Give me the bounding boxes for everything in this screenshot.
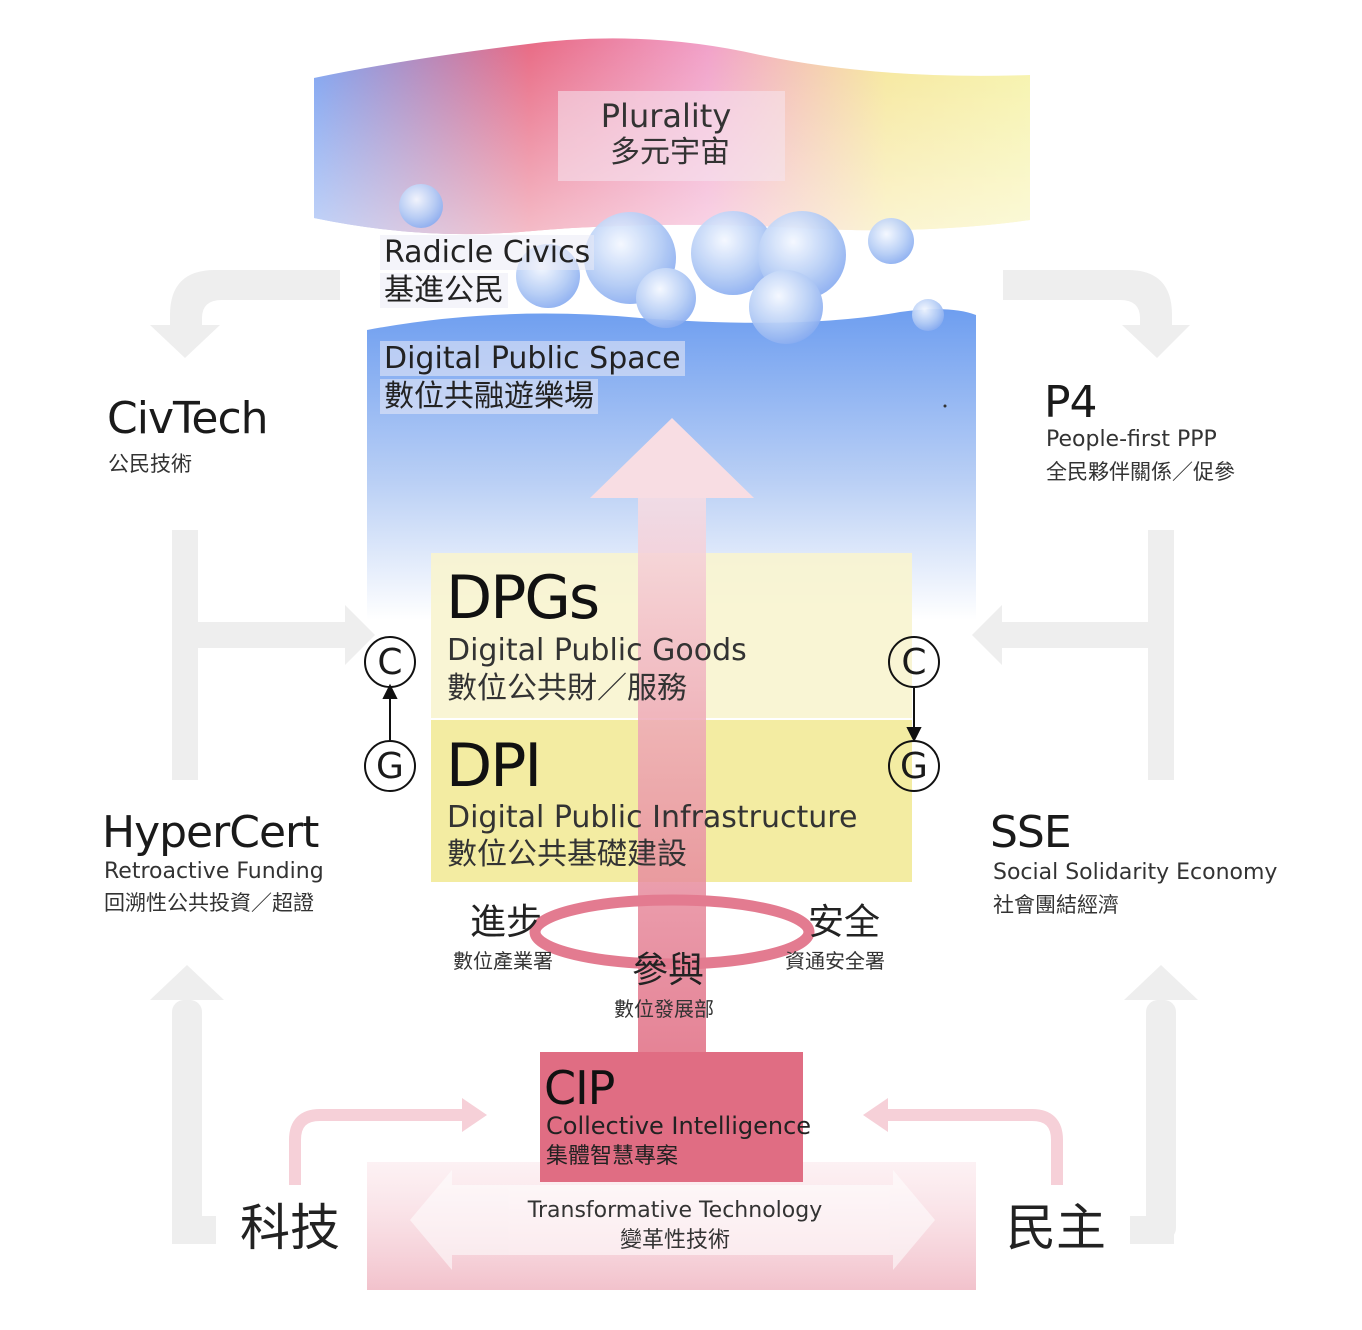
dpi-abbr: DPI <box>446 731 542 801</box>
dpgs-title: Digital Public Goods <box>447 633 747 668</box>
cip-title: Collective Intelligence <box>546 1112 812 1140</box>
ring-left-subtitle: 數位產業署 <box>453 949 553 973</box>
c-badge-right: C <box>888 636 940 688</box>
democracy-label: 民主 <box>1006 1199 1106 1257</box>
g-badge-right: G <box>888 740 940 792</box>
dpi-subtitle: 數位公共基礎建設 <box>447 837 687 872</box>
ring-center-title: 參與 <box>632 950 705 991</box>
sse-subtitle-en: Social Solidarity Economy <box>993 860 1278 885</box>
cip-subtitle: 集體智慧專案 <box>546 1144 679 1169</box>
c-badge-left: C <box>364 636 416 688</box>
technology-label: 科技 <box>240 1199 340 1257</box>
p4-title: P4 <box>1044 377 1098 428</box>
p4-subtitle-en: People-first PPP <box>1046 427 1217 452</box>
ring-left-title: 進步 <box>470 902 543 943</box>
dpgs-subtitle: 數位公共財／服務 <box>447 671 687 706</box>
plurality-label-box <box>558 91 785 181</box>
sse-title: SSE <box>990 807 1072 858</box>
ring-right-title: 安全 <box>808 902 881 943</box>
cip-box <box>540 1052 803 1182</box>
civtech-title: CivTech <box>107 393 269 444</box>
hypercert-title: HyperCert <box>102 807 319 858</box>
p4-subtitle-zh: 全民夥伴關係／促參 <box>1046 460 1235 484</box>
civtech-subtitle: 公民技術 <box>108 452 192 476</box>
tech-title: Transformative Technology <box>527 1198 823 1223</box>
tech-subtitle: 變革性技術 <box>619 1228 730 1253</box>
plurality-title: Plurality <box>600 97 732 135</box>
right-grey-loop <box>972 270 1198 1244</box>
hypercert-subtitle-en: Retroactive Funding <box>104 859 324 884</box>
g-badge-left: G <box>364 740 416 792</box>
ring-right-subtitle: 資通安全署 <box>785 949 885 973</box>
dpgs-abbr: DPGs <box>446 563 600 633</box>
plurality-subtitle: 多元宇宙 <box>610 135 730 170</box>
central-arrow-head <box>590 418 754 498</box>
radicle-title: Radicle Civics <box>380 235 595 271</box>
sse-subtitle-zh: 社會團結經濟 <box>993 893 1119 917</box>
cip-abbr: CIP <box>544 1061 615 1115</box>
ring-center-subtitle: 數位發展部 <box>614 997 714 1021</box>
pink-bent-arrows <box>289 1109 1063 1185</box>
left-grey-loop <box>150 270 375 1244</box>
hypercert-subtitle-zh: 回溯性公共投資／超證 <box>104 891 314 915</box>
public-space-subtitle: 數位共融遊樂場 <box>380 379 598 415</box>
public-space-title: Digital Public Space <box>380 341 685 377</box>
tech-double-arrow <box>410 1170 935 1270</box>
dpi-title: Digital Public Infrastructure <box>447 800 858 835</box>
radicle-subtitle: 基進公民 <box>380 273 508 309</box>
badge-arrows <box>382 683 922 743</box>
ring <box>529 894 815 970</box>
